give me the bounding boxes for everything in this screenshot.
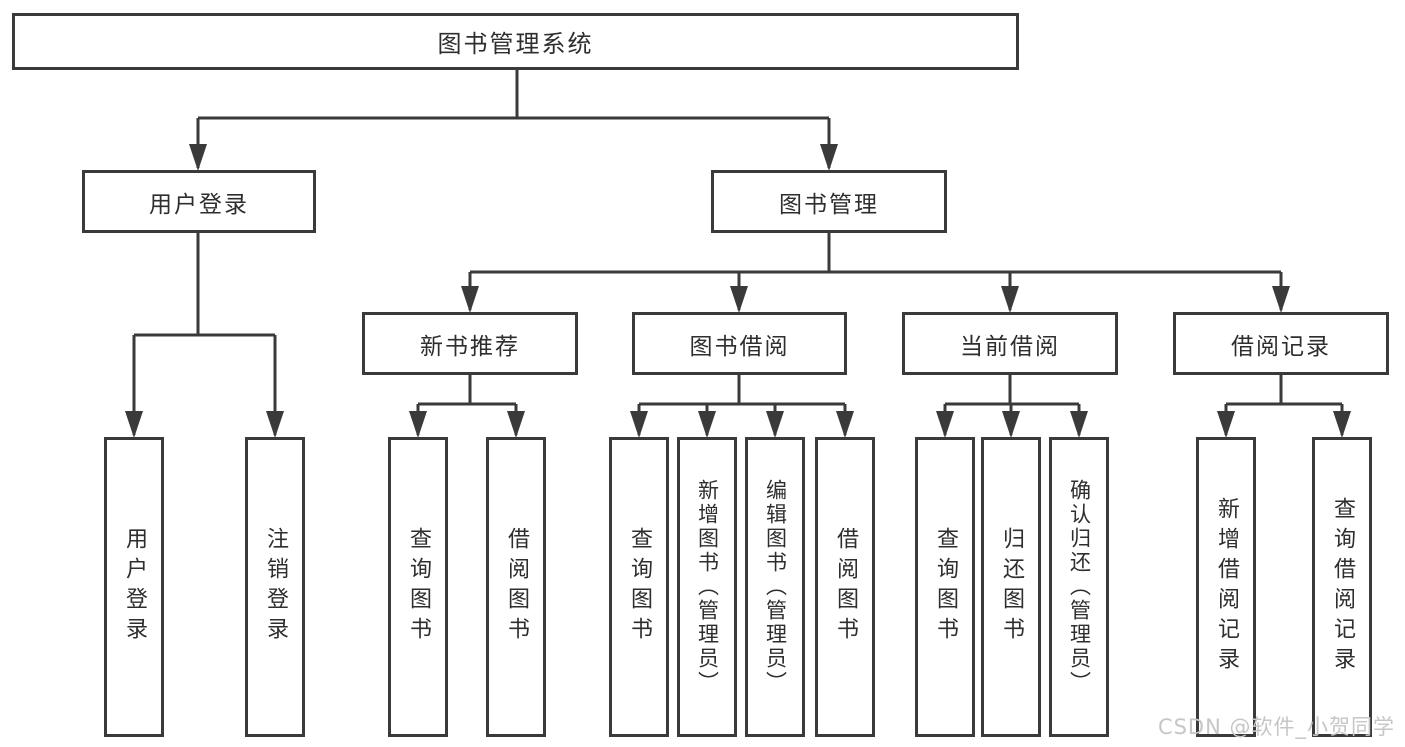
node-leaf-add-books-admin: 新增图书（管理员）	[677, 437, 737, 737]
node-leaf-add-borrow-record: 新增借阅记录	[1196, 437, 1256, 737]
node-label: 图书管理	[779, 191, 879, 218]
arrowhead-icons	[125, 144, 1351, 438]
node-user-login-branch: 用户登录	[82, 170, 316, 233]
node-label: 查询图书	[627, 527, 652, 647]
node-leaf-user-login: 用户登录	[104, 437, 164, 737]
node-leaf-logout: 注销登录	[245, 437, 305, 737]
node-label: 借阅记录	[1231, 333, 1331, 360]
node-label: 查询图书	[933, 527, 958, 647]
node-leaf-return-books: 归还图书	[981, 437, 1041, 737]
node-label: 借阅图书	[833, 527, 858, 647]
node-borrow-records: 借阅记录	[1173, 312, 1389, 375]
node-label: 用户登录	[149, 191, 249, 218]
node-label: 注销登录	[263, 527, 288, 647]
node-label: 新书推荐	[420, 333, 520, 360]
node-leaf-borrow-books: 借阅图书	[815, 437, 875, 737]
node-leaf-edit-books-admin: 编辑图书（管理员）	[745, 437, 805, 737]
node-leaf-borrow-books-recommend: 借阅图书	[486, 437, 546, 737]
node-leaf-confirm-return-admin: 确认归还（管理员）	[1049, 437, 1109, 737]
node-leaf-query-books-recommend: 查询图书	[388, 437, 448, 737]
node-label: 借阅图书	[504, 527, 529, 647]
node-label: 新增图书（管理员）	[695, 479, 720, 695]
node-label: 用户登录	[122, 527, 147, 647]
node-current-borrow: 当前借阅	[902, 312, 1118, 375]
node-label: 新增借阅记录	[1214, 497, 1239, 677]
node-label: 编辑图书（管理员）	[763, 479, 788, 695]
node-label: 图书借阅	[689, 333, 790, 360]
watermark: CSDN @软件_小贺同学	[1157, 715, 1395, 739]
node-library-management-system: 图书管理系统	[12, 13, 1019, 70]
node-new-book-recommend: 新书推荐	[362, 312, 578, 375]
node-label: 确认归还（管理员）	[1067, 479, 1092, 695]
node-book-borrow: 图书借阅	[632, 312, 847, 375]
node-label: 查询图书	[406, 527, 431, 647]
node-label: 当前借阅	[960, 333, 1060, 360]
node-book-management-branch: 图书管理	[711, 170, 947, 233]
node-label: 图书管理系统	[437, 30, 594, 58]
node-leaf-query-borrow-record: 查询借阅记录	[1312, 437, 1372, 737]
node-leaf-query-books-borrow: 查询图书	[609, 437, 669, 737]
node-label: 查询借阅记录	[1330, 497, 1355, 677]
node-leaf-query-books-current: 查询图书	[915, 437, 975, 737]
node-label: 归还图书	[999, 527, 1024, 647]
